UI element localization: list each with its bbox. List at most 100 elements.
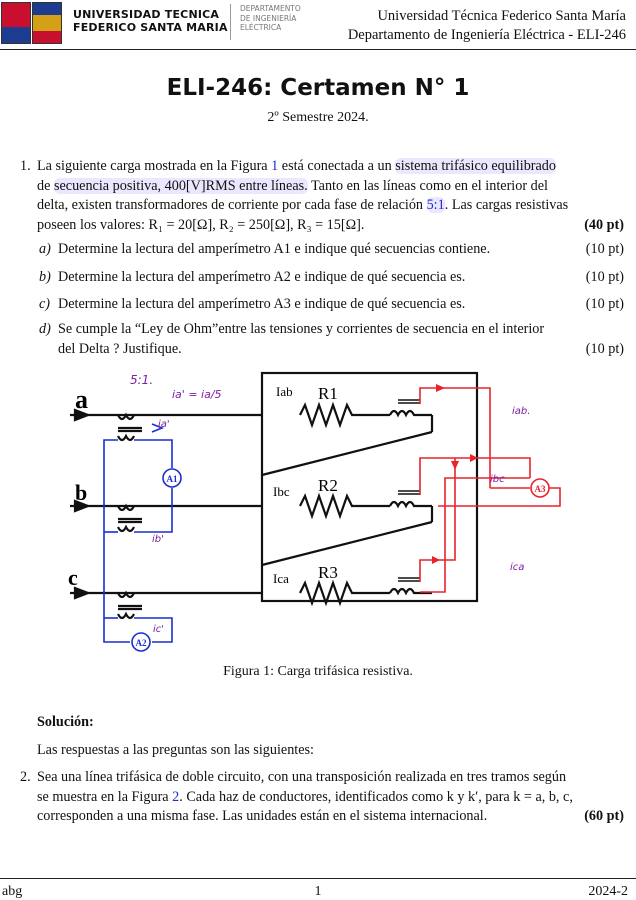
footer-rule <box>0 878 636 879</box>
q1-line4: poseen los valores: R₁ = 20[Ω], R₂ = 250… <box>37 216 624 236</box>
note-ratio: 5:1. <box>130 373 153 387</box>
q1-item-a: a) Determine la lectura del amperímetro … <box>39 240 624 260</box>
note-ica: ica <box>510 562 524 573</box>
note-ia-prime: ia' <box>158 419 170 430</box>
q1-number: 1. <box>20 158 31 174</box>
ammeter-a3-label: A3 <box>535 484 546 494</box>
page-number: 1 <box>314 884 322 899</box>
line-ct-c <box>117 590 135 599</box>
item-text: Determine la lectura del amperímetro A3 … <box>58 296 466 312</box>
q2-text: corresponden a una misma fase. Las unida… <box>37 808 488 824</box>
note-iab: iab. <box>512 406 530 417</box>
item-label: b) <box>39 269 51 285</box>
q1-text: La siguiente carga mostrada en la Figura <box>37 158 272 174</box>
university-name-line2: FEDERICO SANTA MARIA <box>73 21 228 34</box>
item-points: (10 pt) <box>585 241 624 257</box>
item-text: Se cumple la “Ley de Ohm”entre las tensi… <box>58 321 545 337</box>
note-ib-prime: ib' <box>152 534 164 545</box>
current-ica-label: Ica <box>273 571 289 586</box>
current-iab-label: Iab <box>276 384 293 399</box>
r2-label: R2 <box>318 476 338 495</box>
r3-label: R3 <box>318 563 338 582</box>
item-points: (10 pt) <box>585 340 624 357</box>
department-logo-text: DEPARTAMENTO DE INGENIERÍA ELÉCTRICA <box>240 4 301 33</box>
item-label: c) <box>39 296 51 312</box>
q1-line3: delta, existen transformadores de corrie… <box>37 196 627 216</box>
q1-line1: La siguiente carga mostrada en la Figura… <box>37 157 627 177</box>
solution-heading: Solución: <box>37 714 94 730</box>
q1-text: delta, existen transformadores de corrie… <box>37 197 427 213</box>
page-title: ELI-246: Certamen N° 1 <box>166 75 470 101</box>
q2-line2: se muestra en la Figura 2. Cada haz de c… <box>37 788 573 808</box>
line-ct-b <box>117 503 135 512</box>
q1-text: de <box>37 177 54 194</box>
q1-item-c: c) Determine la lectura del amperímetro … <box>39 295 624 315</box>
page-subtitle: 2º Semestre 2024. <box>267 110 369 125</box>
line-ct-a <box>117 412 135 421</box>
phase-a-label: a <box>75 385 88 414</box>
header-divider <box>230 4 231 40</box>
q2-line1: Sea una línea trifásica de doble circuit… <box>37 769 567 785</box>
ct-coil-ab <box>389 409 432 418</box>
item-text: Determine la lectura del amperímetro A2 … <box>58 269 466 285</box>
university-shield-icon <box>32 2 62 44</box>
item-label: d) <box>39 321 51 337</box>
footer-left: abg <box>2 884 23 899</box>
figure-1-link[interactable]: 1 <box>271 158 279 174</box>
q2-points: (60 pt) <box>584 808 624 824</box>
q2-text: . Cada haz de conductores, identificados… <box>179 788 573 805</box>
figure-2-link[interactable]: 2 <box>172 788 180 805</box>
university-name: UNIVERSIDAD TECNICA FEDERICO SANTA MARIA <box>73 8 228 34</box>
delta-load-frame <box>260 371 479 603</box>
solution-text: Las respuestas a las preguntas son las s… <box>37 742 314 758</box>
ammeter-a2-icon <box>131 632 151 652</box>
item-text: Determine la lectura del amperímetro A1 … <box>58 241 491 257</box>
q2-number: 2. <box>20 769 31 785</box>
r1-label: R1 <box>318 384 338 403</box>
note-ic-prime: ic' <box>153 624 164 635</box>
note-ia-formula: ia' = ia/5 <box>172 388 222 401</box>
q1-text: poseen los valores: R₁ = 20[Ω], R₂ = 250… <box>37 216 365 233</box>
dept-line3: ELÉCTRICA <box>240 23 282 32</box>
ammeter-a1-label: A1 <box>167 474 178 484</box>
ammeter-a3-icon <box>530 478 550 498</box>
phase-c-label: c <box>68 565 78 590</box>
resistor-r3 <box>299 579 390 607</box>
phase-b-label: b <box>75 480 87 505</box>
q2-text: se muestra en la Figura <box>37 788 173 805</box>
ct-coil-ca <box>389 587 432 596</box>
highlight-positive-sequence: secuencia positiva, 400[V]RMS entre líne… <box>53 177 308 194</box>
university-name-line1: UNIVERSIDAD TECNICA <box>73 8 220 21</box>
figure-caption: Figura 1: Carga trifásica resistiva. <box>223 664 413 679</box>
header-department: Departamento de Ingeniería Eléctrica - E… <box>347 27 626 43</box>
item-points: (10 pt) <box>585 269 624 285</box>
ct-coil-bc <box>389 500 432 509</box>
dept-line2: DE INGENIERÍA <box>240 13 297 23</box>
note-ibc: ibc <box>490 474 505 485</box>
item-points: (10 pt) <box>585 296 624 312</box>
q1-item-b: b) Determine la lectura del amperímetro … <box>39 268 624 288</box>
q1-points: (40 pt) <box>584 216 624 233</box>
resistor-r1 <box>299 401 390 429</box>
header-rule <box>0 49 636 50</box>
item-label: a) <box>39 241 51 257</box>
dept-line1: DEPARTAMENTO <box>240 4 301 13</box>
footer-right: 2024-2 <box>588 884 628 899</box>
university-crest-icon <box>1 2 31 44</box>
q1-text: Tanto en las líneas como en el interior … <box>307 177 548 194</box>
circuit-figure: A1 A2 A3 a b c Iab Ibc Ica R1 R2 R3 5:1.… <box>68 371 561 652</box>
q1-line2: de secuencia positiva, 400[V]RMS entre l… <box>37 177 627 197</box>
q1-text: . Las cargas resistivas <box>444 197 569 213</box>
current-ibc-label: Ibc <box>273 484 290 499</box>
ammeter-a2-label: A2 <box>136 638 147 648</box>
header-right: Universidad Técnica Federico Santa María… <box>348 7 626 45</box>
q2-line3: corresponden a una misma fase. Las unida… <box>37 807 624 827</box>
item-text: del Delta ? Justifique. <box>58 340 182 357</box>
header-university: Universidad Técnica Federico Santa María <box>377 8 626 24</box>
q1-item-d: d) Se cumple la “Ley de Ohm”entre las te… <box>39 320 624 359</box>
resistor-r2 <box>299 492 390 520</box>
highlight-ratio: 5:1 <box>426 197 445 213</box>
q1-text: está conectada a un <box>278 158 396 174</box>
highlight-balanced-system: sistema trifásico equilibrado <box>395 158 556 174</box>
ammeter-a1-icon <box>162 468 182 488</box>
